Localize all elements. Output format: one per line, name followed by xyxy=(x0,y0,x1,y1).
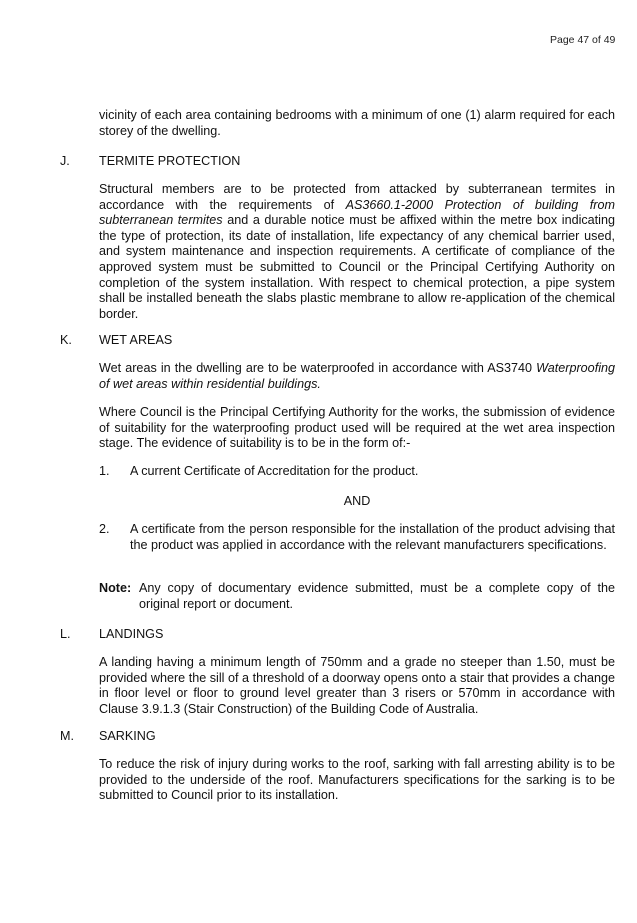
section-l-letter: L. xyxy=(60,627,71,641)
section-m-title: SARKING xyxy=(99,729,156,743)
section-k-paragraph-2: Where Council is the Principal Certifyin… xyxy=(99,405,615,451)
section-k-letter: K. xyxy=(60,333,72,347)
section-k-item-2-number: 2. xyxy=(99,522,110,536)
section-k-item-1-number: 1. xyxy=(99,464,110,478)
section-j-paragraph: Structural members are to be protected f… xyxy=(99,182,615,322)
section-k-note-text: Any copy of documentary evidence submitt… xyxy=(139,581,615,611)
section-k-and: AND xyxy=(343,494,371,508)
section-l-title: LANDINGS xyxy=(99,627,164,641)
section-j-letter: J. xyxy=(60,154,70,168)
section-m-letter: M. xyxy=(60,729,74,743)
section-k-standard-ref: Waterproofing of wet areas within reside… xyxy=(99,361,615,391)
section-k-title: WET AREAS xyxy=(99,333,173,347)
section-k-item-1-text: A current Certificate of Accreditation f… xyxy=(130,464,419,478)
section-m-paragraph: To reduce the risk of injury during work… xyxy=(99,757,615,803)
section-j-text-b: and a durable notice must be affixed wit… xyxy=(99,213,615,321)
section-k-note-label: Note: xyxy=(99,581,132,595)
section-k-item-2-text: A certificate from the person responsibl… xyxy=(130,522,615,552)
section-j-title: TERMITE PROTECTION xyxy=(99,154,241,168)
intro-paragraph: vicinity of each area containing bedroom… xyxy=(99,108,615,138)
section-k-paragraph-1: Wet areas in the dwelling are to be wate… xyxy=(99,361,615,392)
section-l-paragraph: A landing having a minimum length of 750… xyxy=(99,655,615,716)
section-k-text-a: Wet areas in the dwelling are to be wate… xyxy=(99,361,537,375)
page-number: Page 47 of 49 xyxy=(550,34,616,46)
section-j-text-a: Structural members are to be protected f… xyxy=(99,182,615,212)
section-j-standard-ref: AS3660.1-2000 Protection of building fro… xyxy=(99,197,615,228)
